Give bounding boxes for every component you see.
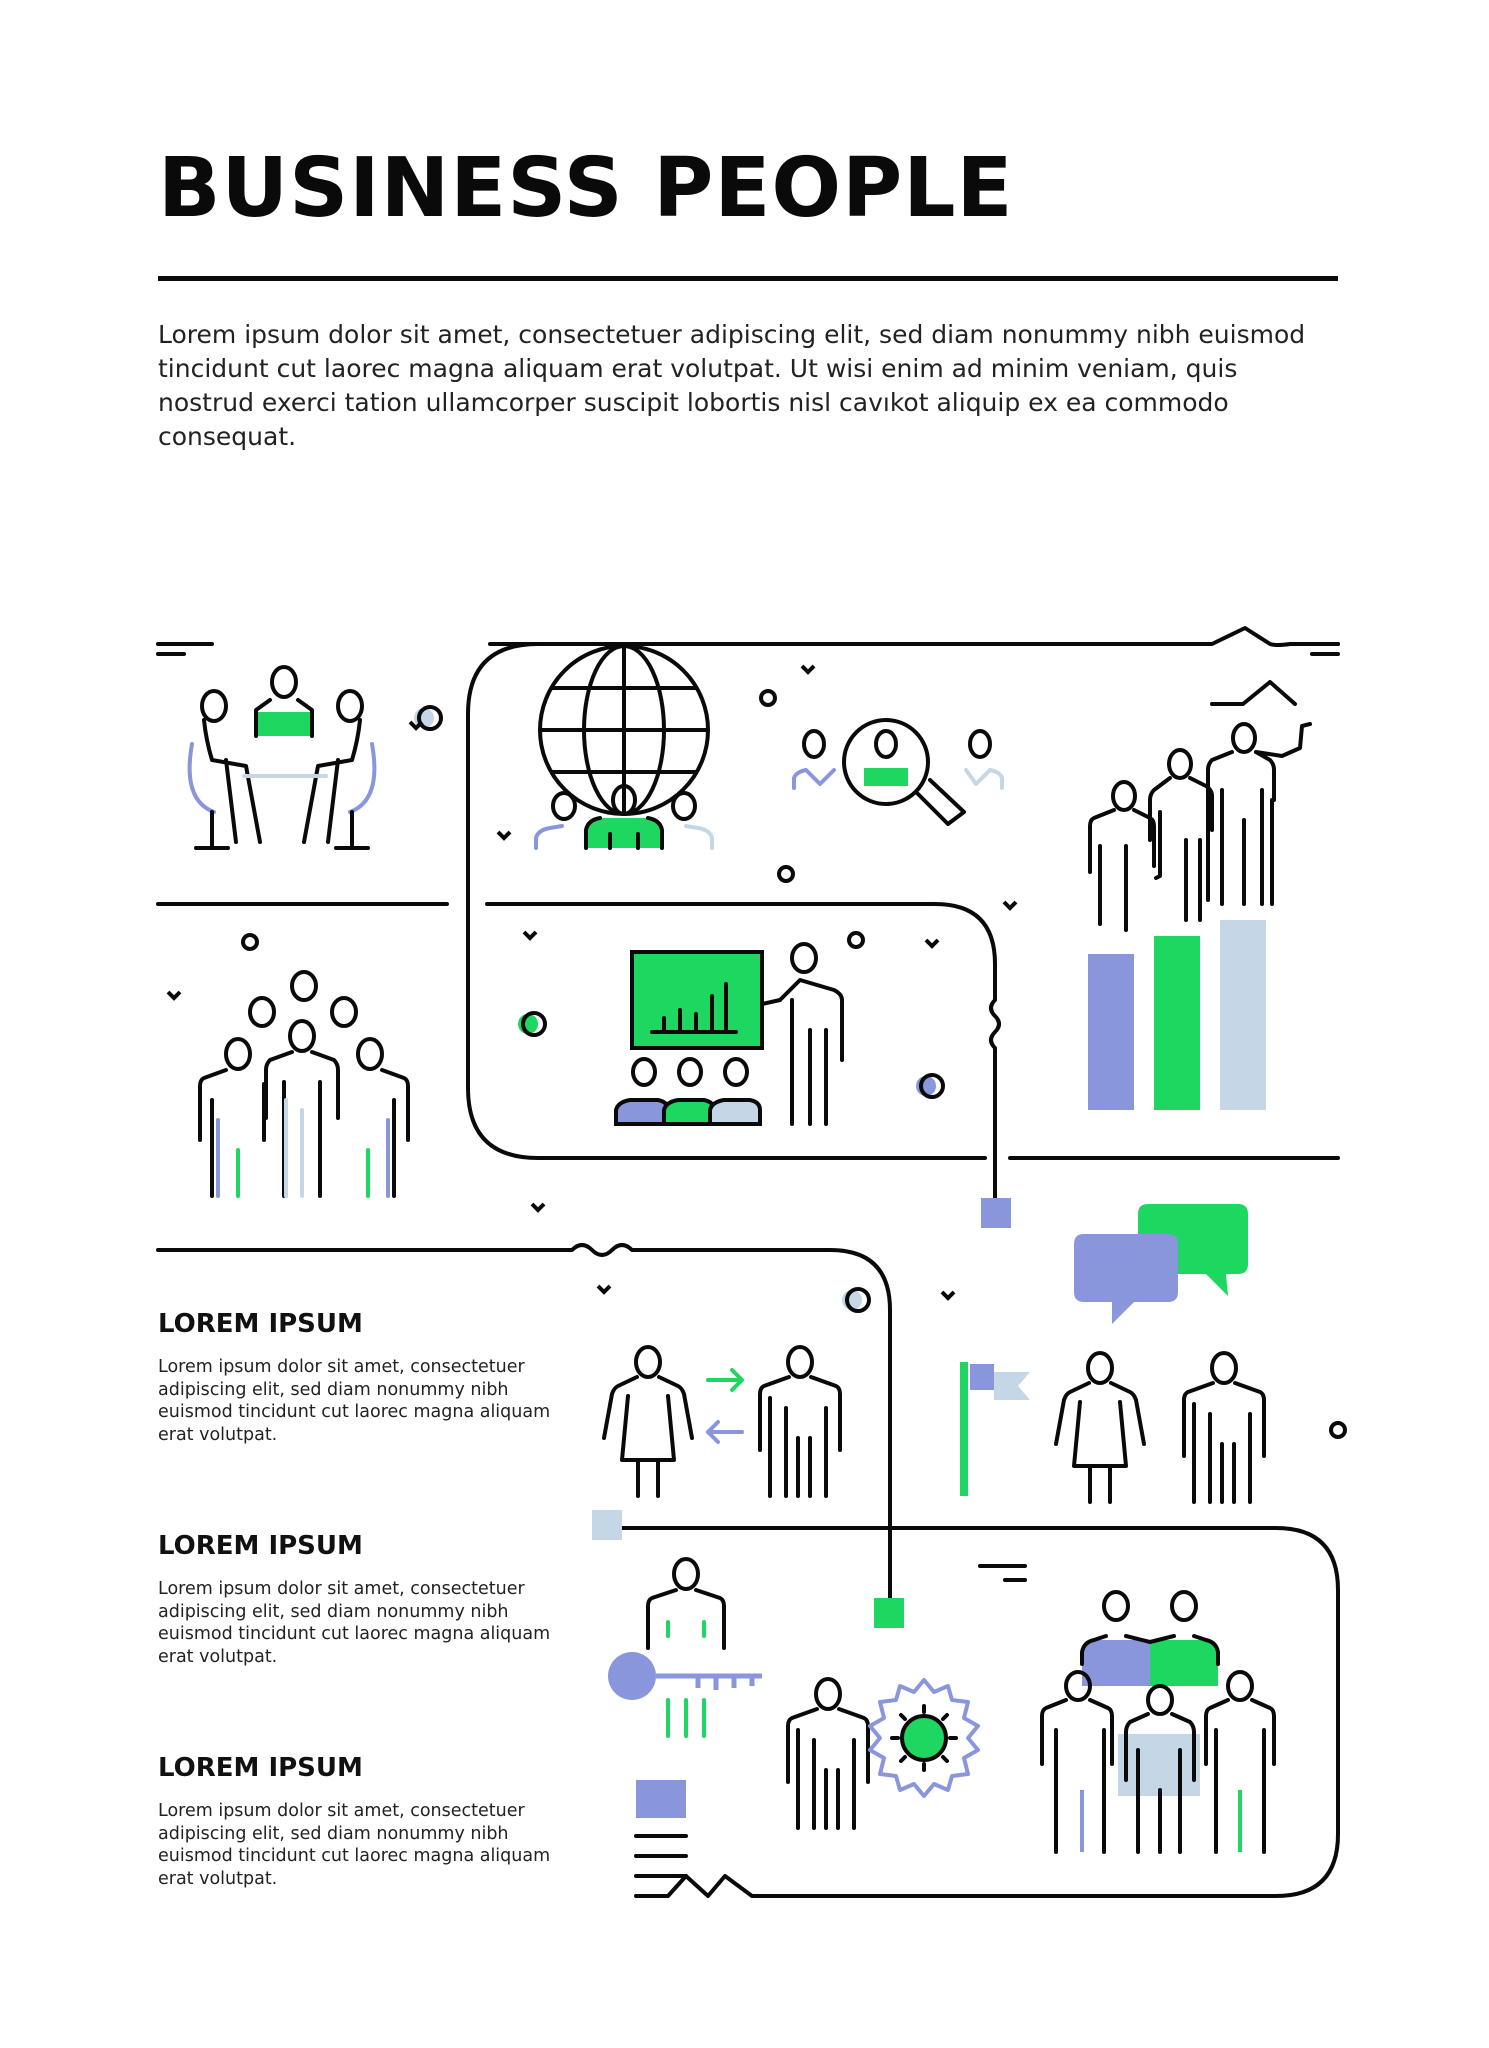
connector-node (636, 1780, 686, 1818)
exchange-people-icon (602, 1345, 842, 1498)
speech-bubbles-icon (1074, 1204, 1248, 1324)
global-team-icon (534, 644, 714, 850)
meeting-table-icon (187, 665, 377, 850)
search-candidate-icon (792, 718, 1004, 826)
section-heading: LOREM IPSUM (158, 1531, 363, 1561)
section-3: LOREM IPSUM Lorem ipsum dolor sit amet, … (158, 1752, 578, 1890)
flag-team-icon (960, 1351, 1266, 1504)
intro-paragraph: Lorem ipsum dolor sit amet, consectetuer… (158, 320, 1306, 451)
connector-node (592, 1510, 622, 1540)
section-body: Lorem ipsum dolor sit amet, consectetuer… (158, 1801, 551, 1889)
title-divider (158, 276, 1338, 281)
connector-node (981, 1198, 1011, 1228)
decor-dots (166, 664, 1347, 1439)
section-body: Lorem ipsum dolor sit amet, consectetuer… (158, 1357, 551, 1445)
key-person-icon (608, 1557, 762, 1738)
section-2: LOREM IPSUM Lorem ipsum dolor sit amet, … (158, 1530, 578, 1668)
connector-node (874, 1598, 904, 1628)
gear-settings-icon (786, 1677, 980, 1830)
section-heading: LOREM IPSUM (158, 1753, 363, 1783)
section-1: LOREM IPSUM Lorem ipsum dolor sit amet, … (158, 1308, 578, 1446)
presentation-icon (614, 942, 844, 1126)
page-title: BUSINESS PEOPLE (158, 141, 1014, 236)
growth-podium-icon (1088, 722, 1312, 1110)
section-body: Lorem ipsum dolor sit amet, consectetuer… (158, 1579, 551, 1667)
group-crowd-icon (198, 970, 410, 1198)
connector-lines (156, 626, 1340, 1898)
team-group-icon (1040, 1590, 1276, 1854)
section-heading: LOREM IPSUM (158, 1309, 363, 1339)
